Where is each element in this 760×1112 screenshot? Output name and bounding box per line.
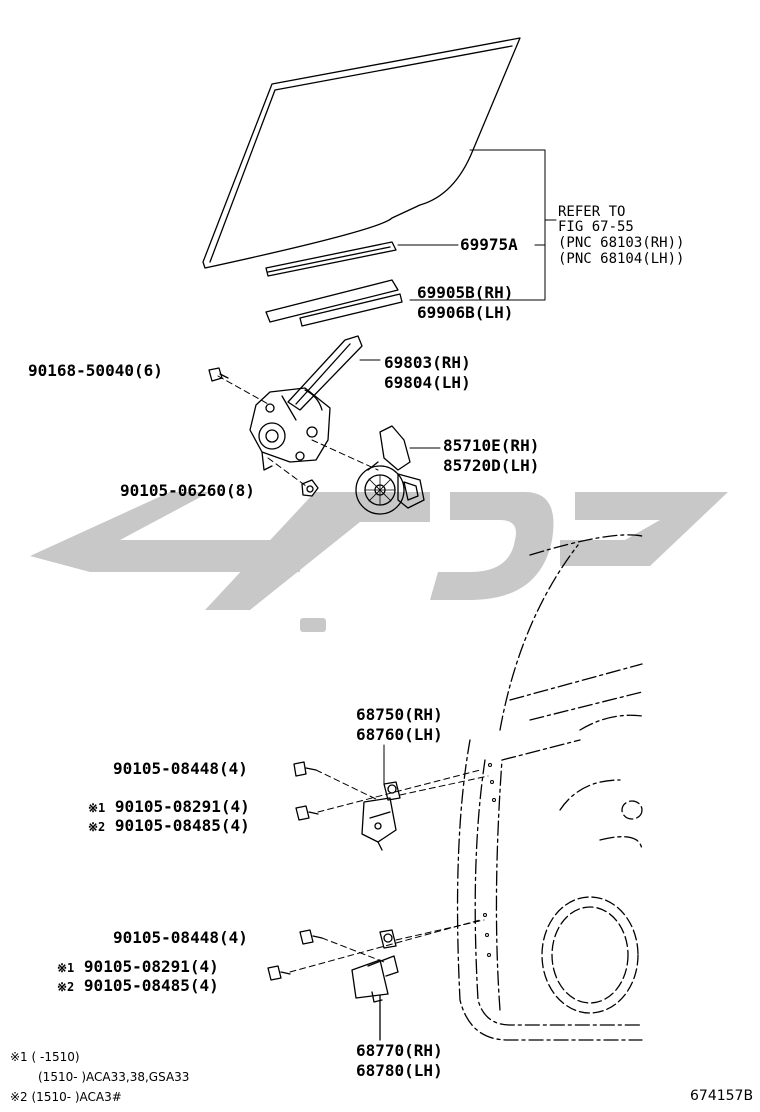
label-regulator-bolt: 90168-50040(6) (28, 361, 163, 380)
lower-hinge-leaders (289, 919, 485, 973)
label-upper-bolt-b: 90105-08291(4) (114, 797, 250, 816)
label-upper-hinge-rh: 68750(RH) (356, 705, 443, 724)
label-upper-bolt-c: 90105-08485(4) (114, 816, 250, 835)
label-motor-lh: 85720D(LH) (443, 456, 540, 475)
lower-hinge-bolts (267, 929, 323, 981)
label-lower-hinge-lh: 68780(LH) (356, 1061, 443, 1080)
door-holes (483, 763, 496, 957)
mark-1: ※1 (88, 801, 106, 815)
mark-2: ※2 (57, 980, 75, 994)
label-channel-lh: 69906B(LH) (417, 303, 514, 322)
mark-2: ※2 (88, 820, 106, 834)
label-lower-bolt-a: 90105-08448(4) (113, 928, 248, 947)
note-line2: (1510- )ACA33,38,GSA33 (38, 1070, 190, 1084)
label-lower-bolt-b-row: ※1 90105-08291(4) (57, 958, 219, 977)
label-motor-nut: 90105-06260(8) (120, 481, 255, 500)
window-motor (355, 425, 425, 515)
window-regulator (249, 335, 363, 471)
refer-to-line4: (PNC 68104(LH)) (558, 251, 685, 267)
note-line3: ※2 (1510- )ACA3# (10, 1090, 122, 1104)
refer-to-line3: (PNC 68103(RH)) (558, 235, 685, 251)
glass-channels (265, 241, 403, 327)
lower-hinge (351, 929, 399, 1041)
regulator-leader-lines (217, 359, 441, 487)
upper-hinge-bolts (293, 761, 319, 821)
mark-1: ※1 (57, 961, 75, 975)
upper-hinge (361, 781, 401, 851)
refer-to-line1: REFER TO (558, 204, 626, 220)
window-glass (202, 37, 521, 269)
door-speaker (541, 800, 643, 1014)
label-regulator-rh: 69803(RH) (384, 353, 471, 372)
label-lower-hinge-rh: 68770(RH) (356, 1041, 443, 1060)
regulator-bolt (208, 367, 229, 382)
label-motor-rh: 85710E(RH) (443, 436, 540, 455)
label-upper-hinge-lh: 68760(LH) (356, 725, 443, 744)
glass-leader-lines (397, 149, 557, 301)
label-glass-channel: 69975A (460, 235, 518, 254)
label-upper-bolt-c-row: ※2 90105-08485(4) (88, 817, 250, 836)
label-lower-bolt-c-row: ※2 90105-08485(4) (57, 977, 219, 996)
figure-id: 674157B (690, 1088, 754, 1104)
label-lower-bolt-b: 90105-08291(4) (83, 957, 219, 976)
upper-hinge-leaders (315, 744, 489, 813)
label-channel-rh: 69905B(RH) (417, 283, 514, 302)
label-upper-bolt-a: 90105-08448(4) (113, 759, 248, 778)
note-line1: ※1 ( -1510) (10, 1050, 80, 1064)
refer-to-line2: FIG 67-55 (558, 219, 634, 235)
label-regulator-lh: 69804(LH) (384, 373, 471, 392)
motor-nut (301, 479, 319, 497)
label-lower-bolt-c: 90105-08485(4) (83, 976, 219, 995)
door-outline (456, 534, 643, 1041)
watermark-logo (30, 492, 728, 632)
label-upper-bolt-b-row: ※1 90105-08291(4) (88, 798, 250, 817)
